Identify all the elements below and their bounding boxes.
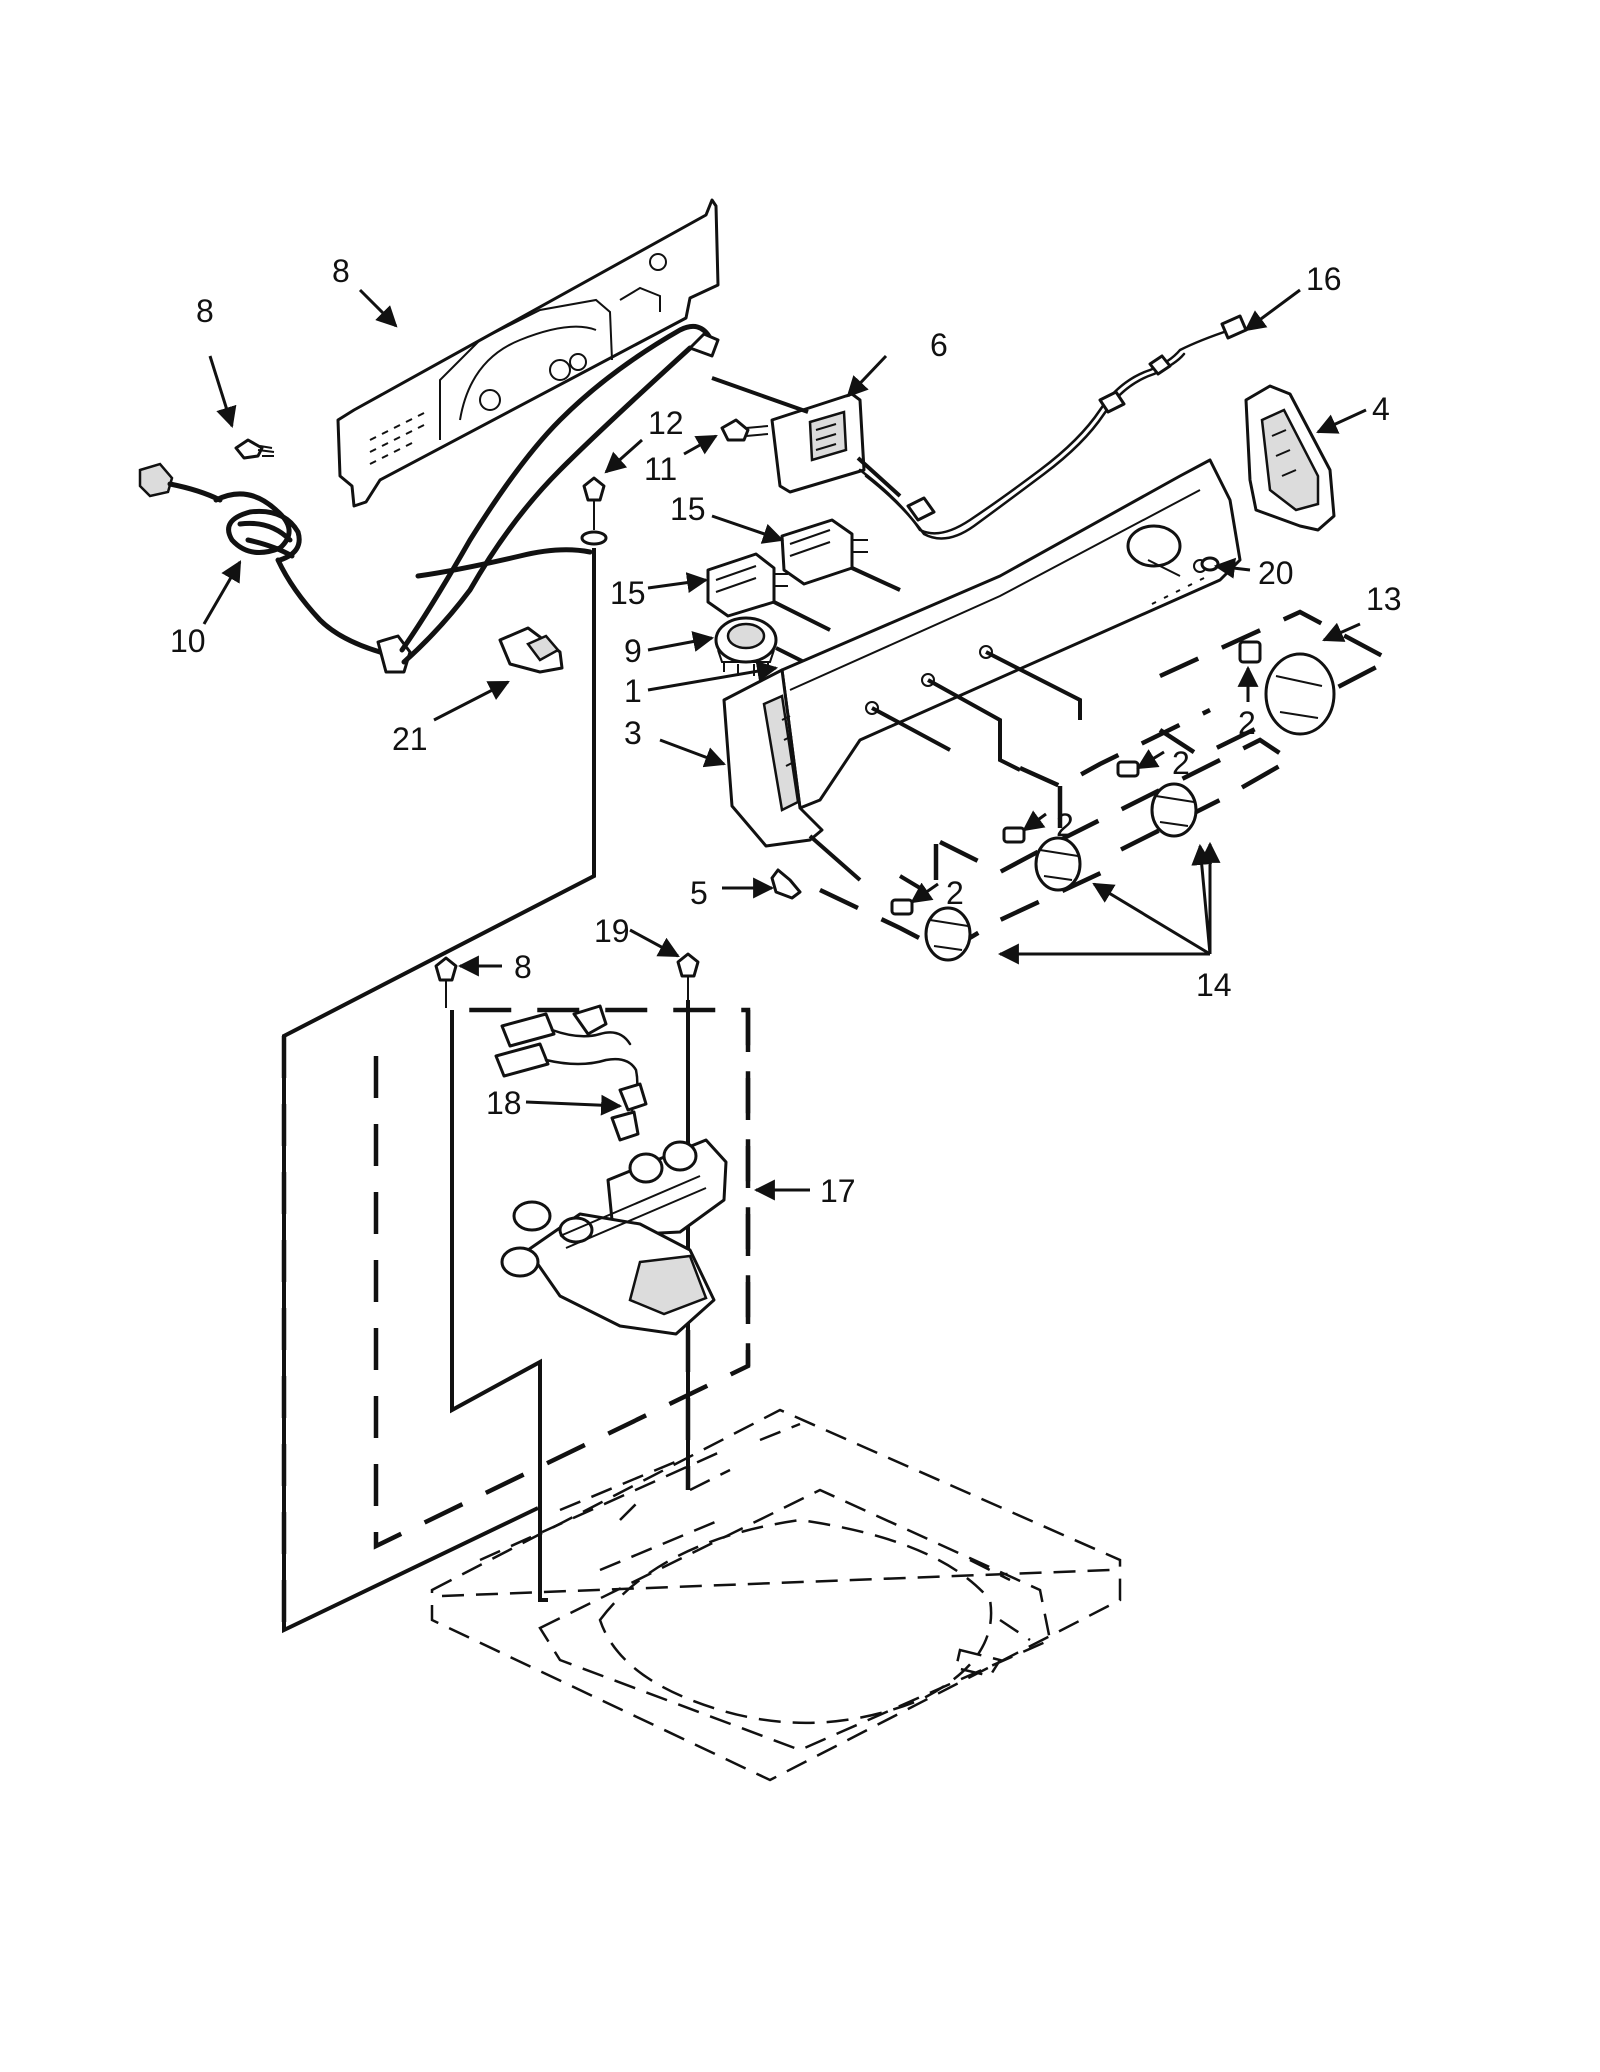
knob-2 — [1034, 836, 1082, 892]
callout-12: 12 — [648, 405, 684, 441]
leader-arrows — [202, 288, 1367, 1201]
selector-switch-9 — [714, 616, 778, 676]
wiring-harness — [376, 323, 720, 674]
spring-2 — [1002, 826, 1026, 844]
rear-panel — [336, 198, 720, 508]
callout-15-upper: 15 — [670, 491, 706, 527]
callout-17: 17 — [820, 1173, 856, 1209]
callout-13: 13 — [1366, 581, 1402, 617]
screw-19 — [676, 952, 700, 1000]
callout-16: 16 — [1306, 261, 1342, 297]
screw-10 — [720, 418, 769, 442]
rear-panel-vent-holes — [369, 412, 425, 465]
callout-8-upper: 8 — [196, 293, 214, 329]
valve-harness-18 — [494, 1004, 648, 1142]
callout-5: 5 — [690, 875, 708, 911]
spring-4 — [1238, 640, 1262, 664]
power-cord — [138, 462, 383, 655]
callout-4: 4 — [1372, 391, 1390, 427]
callout-2-d: 2 — [1238, 705, 1256, 741]
indicator-lens-20 — [1200, 556, 1220, 572]
knob-large-13 — [1264, 652, 1336, 736]
callout-14: 14 — [1196, 967, 1232, 1003]
callout-11: 10 — [170, 623, 206, 659]
screw-8-upper — [234, 438, 275, 460]
switch-15-lower — [706, 552, 788, 618]
knob-3 — [1150, 782, 1198, 838]
screw-8-lower — [434, 956, 458, 1008]
callout-21: 21 — [392, 721, 428, 757]
callout-15-lower: 15 — [610, 575, 646, 611]
knob-leader-lines — [808, 650, 1082, 890]
assembly-dashed-lines — [281, 548, 751, 1634]
callout-2-a: 2 — [946, 875, 964, 911]
spring-3 — [1116, 760, 1140, 778]
callout-18: 18 — [486, 1085, 522, 1121]
washer-top-cabinet — [430, 1408, 1122, 1782]
switch-15-upper — [780, 518, 868, 586]
callout-6: 6 — [930, 327, 948, 363]
callout-9: 9 — [624, 633, 642, 669]
clip-5 — [770, 868, 802, 900]
callout-2-b: 2 — [1056, 807, 1074, 843]
wire-harness-16 — [858, 314, 1248, 540]
ground-screw-12 — [580, 476, 608, 546]
callout-20: 20 — [1258, 555, 1294, 591]
spring-1 — [890, 898, 914, 916]
callout-19: 19 — [594, 913, 630, 949]
callout-labels: 8 8 12 11 6 16 4 15 15 9 1 3 10 21 20 13… — [170, 253, 1402, 1209]
callout-3: 3 — [624, 715, 642, 751]
end-cap-right — [1244, 384, 1336, 532]
water-valve-17 — [500, 1138, 728, 1336]
callout-10: 11 — [644, 451, 677, 487]
callout-7: 8 — [332, 253, 350, 289]
callout-8-lower: 8 — [514, 949, 532, 985]
control-board — [770, 392, 866, 494]
wire-clip-21 — [498, 626, 564, 674]
end-cap-left — [722, 668, 824, 848]
callout-1: 1 — [624, 673, 642, 709]
callout-2-c: 2 — [1172, 745, 1190, 781]
knob-1 — [924, 906, 972, 962]
